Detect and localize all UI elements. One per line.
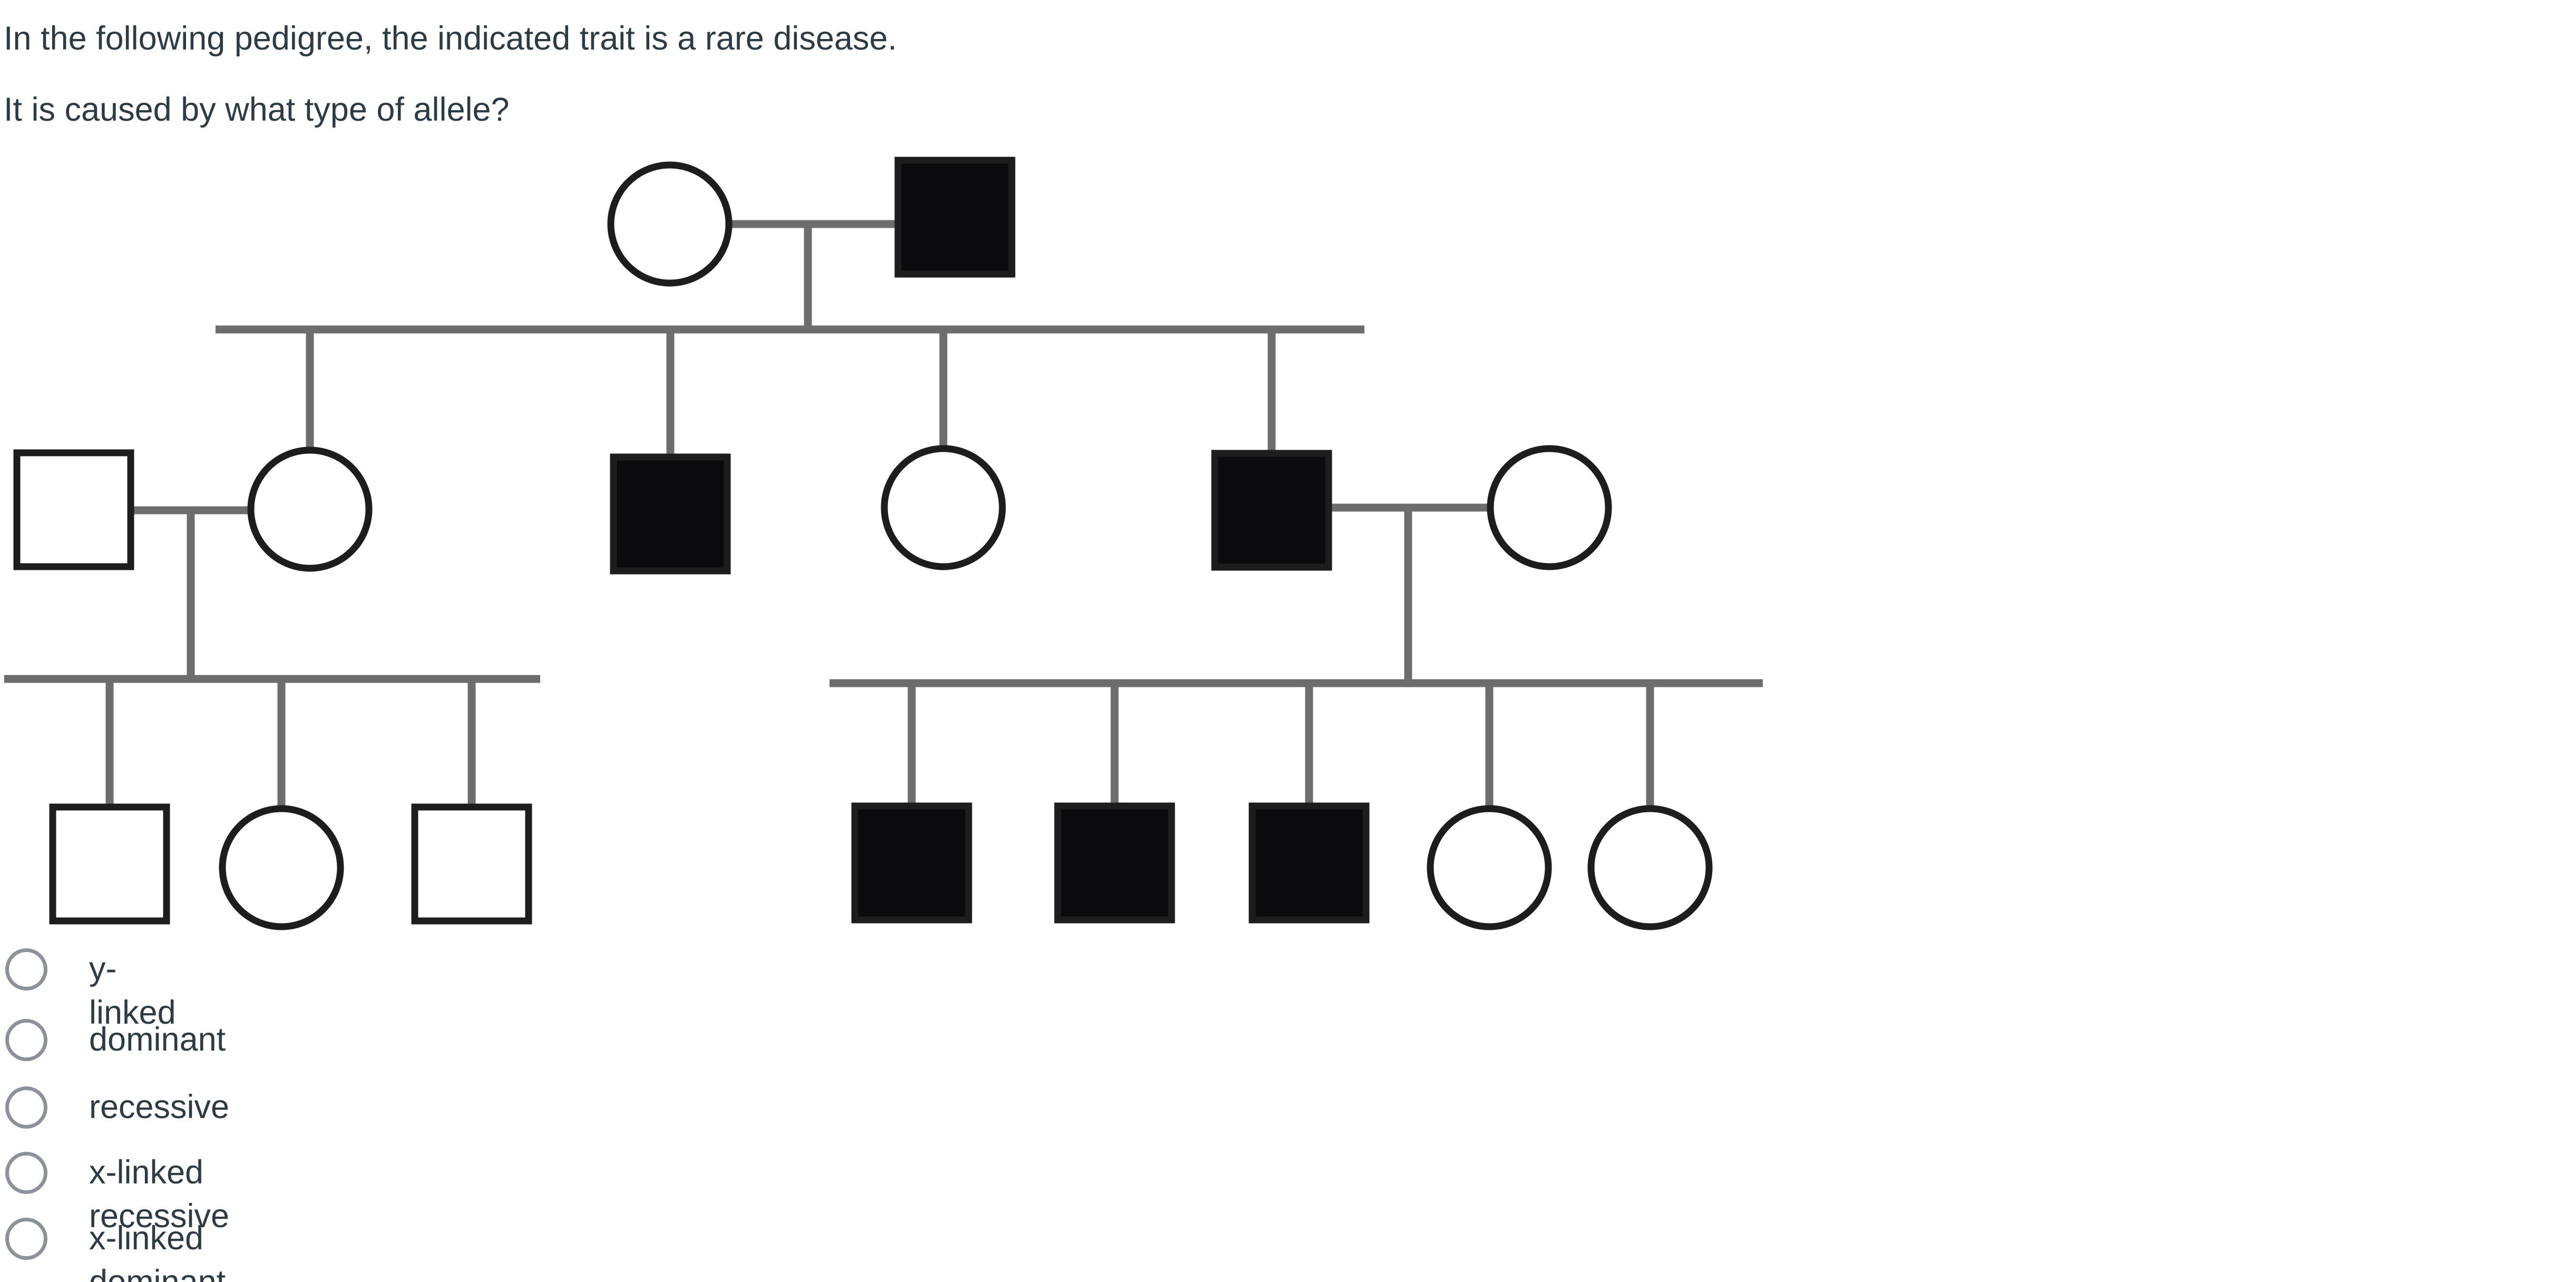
radio-button-icon[interactable] (5, 1086, 47, 1129)
person-I-2-affected (894, 157, 1016, 278)
person-I-1-unaffected (607, 161, 733, 287)
option-label[interactable]: x-linked dominant (89, 1220, 226, 1282)
person-III-7-unaffected (1427, 805, 1552, 930)
person-III-1-unaffected (49, 803, 170, 925)
person-II-1-unaffected (13, 449, 134, 570)
option-label[interactable]: x-linked recessive (89, 1154, 230, 1235)
answer-option-4[interactable]: x-linked recessive (5, 1152, 321, 1235)
person-III-8-unaffected (1587, 805, 1713, 930)
person-III-2-unaffected (219, 805, 344, 930)
person-II-2-unaffected (247, 446, 373, 572)
answer-option-3[interactable]: recessive (5, 1086, 321, 1129)
answer-option-1[interactable]: y- linked (5, 948, 321, 1031)
person-III-3-unaffected (411, 803, 532, 925)
answer-option-5[interactable]: x-linked dominant (5, 1218, 321, 1282)
option-label[interactable]: recessive (89, 1089, 230, 1125)
option-label[interactable]: y- linked (89, 950, 176, 1031)
person-III-4-affected (851, 802, 972, 924)
person-II-5-affected (1211, 450, 1332, 571)
person-III-6-affected (1248, 802, 1370, 924)
person-III-5-affected (1054, 802, 1175, 924)
person-II-4-unaffected (881, 445, 1006, 570)
question-line-1: In the following pedigree, the indicated… (4, 20, 897, 57)
question-line-2: It is caused by what type of allele? (4, 91, 510, 128)
radio-button-icon[interactable] (5, 1152, 47, 1194)
radio-button-icon[interactable] (5, 1218, 47, 1260)
option-label[interactable]: dominant (89, 1021, 226, 1058)
person-II-3-affected (610, 453, 731, 575)
answer-option-2[interactable]: dominant (5, 1019, 321, 1061)
radio-button-icon[interactable] (5, 1019, 47, 1061)
person-II-6-unaffected (1487, 445, 1612, 570)
radio-button-icon[interactable] (5, 948, 47, 990)
